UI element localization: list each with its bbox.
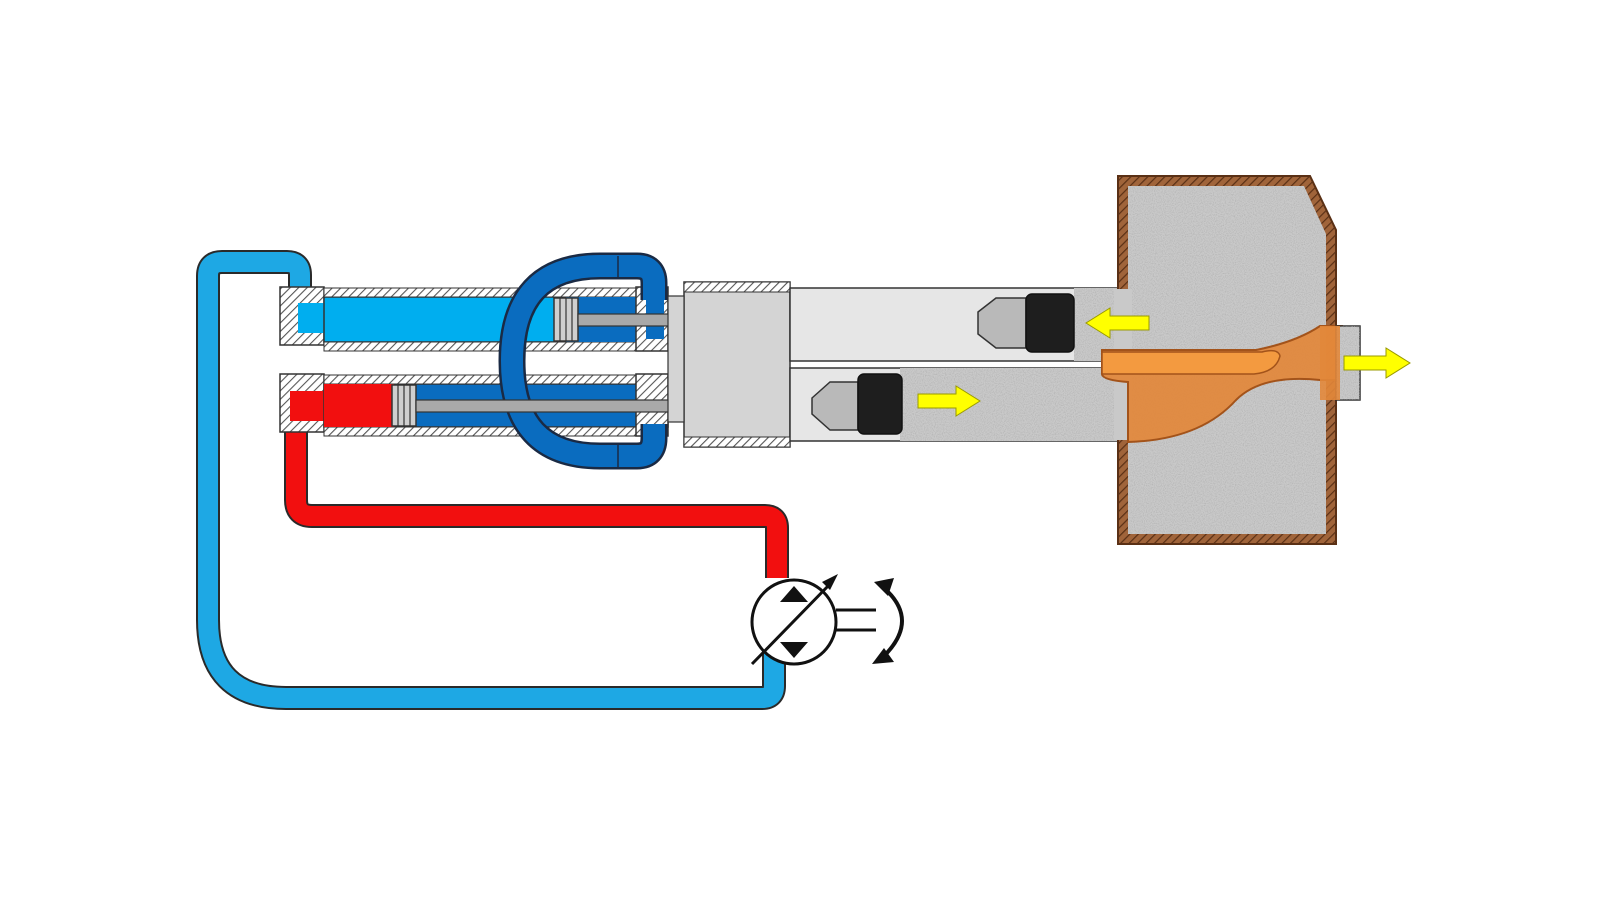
outlet-flow-arrow [1343, 347, 1411, 379]
return-line-fill [198, 252, 784, 708]
water-box [667, 281, 791, 448]
lower-concrete-cylinder [789, 367, 1129, 442]
lower-concrete-piston [811, 373, 903, 435]
upper-concrete-cylinder [789, 287, 1129, 362]
crossover-tube [500, 255, 665, 467]
suction-flow-arrow [1085, 307, 1150, 339]
variable-displacement-pump-icon [750, 574, 876, 666]
pressure-line-fill [286, 400, 787, 578]
curved-arrow-icon [872, 578, 904, 664]
discharge-flow-arrow [917, 385, 981, 417]
upper-concrete-piston [977, 293, 1075, 353]
